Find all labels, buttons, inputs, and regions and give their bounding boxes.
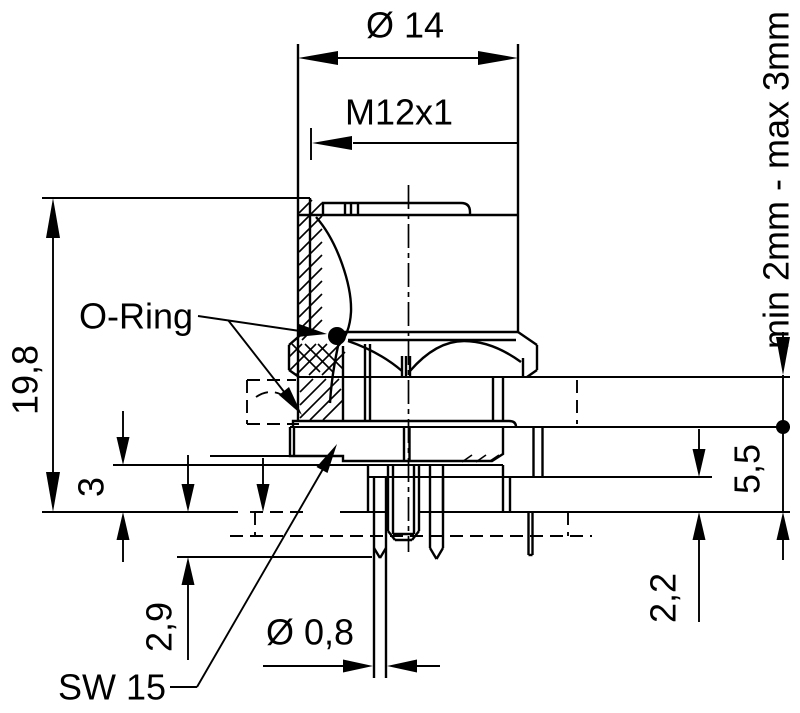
dim-panel-thickness: min 2mm - max 3mm <box>756 11 797 512</box>
washer <box>291 419 518 428</box>
hex-flat-arc-right <box>409 339 522 372</box>
hex-flange <box>287 331 539 421</box>
wrench-size-label: SW 15 <box>58 667 166 708</box>
reference-lines <box>42 197 790 558</box>
dim-pin-diameter: Ø 0,8 <box>263 612 440 673</box>
hex-nut <box>288 427 505 463</box>
hex-chamfer-right <box>517 331 538 346</box>
reference-dot <box>776 420 790 434</box>
dim-nut-thickness-label: 3 <box>71 477 112 497</box>
dim-nut-thickness: 3 <box>71 411 130 562</box>
mounting-hardware <box>288 377 544 477</box>
dim-diameter-14-label: Ø 14 <box>366 5 444 46</box>
dim-thread-m12x1: M12x1 <box>310 92 518 160</box>
dim-diameter-14: Ø 14 <box>297 5 519 65</box>
dim-pin-protrusion-label: 2,9 <box>139 602 180 652</box>
o-ring-dot <box>328 327 346 345</box>
contact-pins <box>372 477 534 678</box>
dim-insert-depth: 2,2 <box>643 429 706 623</box>
o-ring-label: O-Ring <box>79 296 193 337</box>
dim-overall-height-label: 19,8 <box>5 345 46 415</box>
hex-right-corner <box>526 369 538 378</box>
label-wrench-size: SW 15 <box>58 444 337 708</box>
dim-pin-protrusion: 2,9 <box>139 455 270 660</box>
label-o-ring: O-Ring <box>79 296 327 415</box>
dim-thread-label: M12x1 <box>345 92 453 133</box>
hex-left-corner <box>288 369 300 378</box>
dim-overall-height: 19,8 <box>5 198 60 512</box>
dim-insert-depth-label: 2,2 <box>643 573 684 623</box>
thread-hatching <box>288 199 346 421</box>
hex-flat-arc-left <box>347 339 403 372</box>
thread-section-curve <box>315 216 353 404</box>
dim-panel-thickness-label: min 2mm - max 3mm <box>756 11 797 349</box>
top-cap <box>321 201 472 215</box>
dim-pin-diameter-label: Ø 0,8 <box>266 612 354 653</box>
dim-rear-height-label: 5,5 <box>727 444 768 494</box>
dim-rear-height: 5,5 <box>712 420 790 560</box>
